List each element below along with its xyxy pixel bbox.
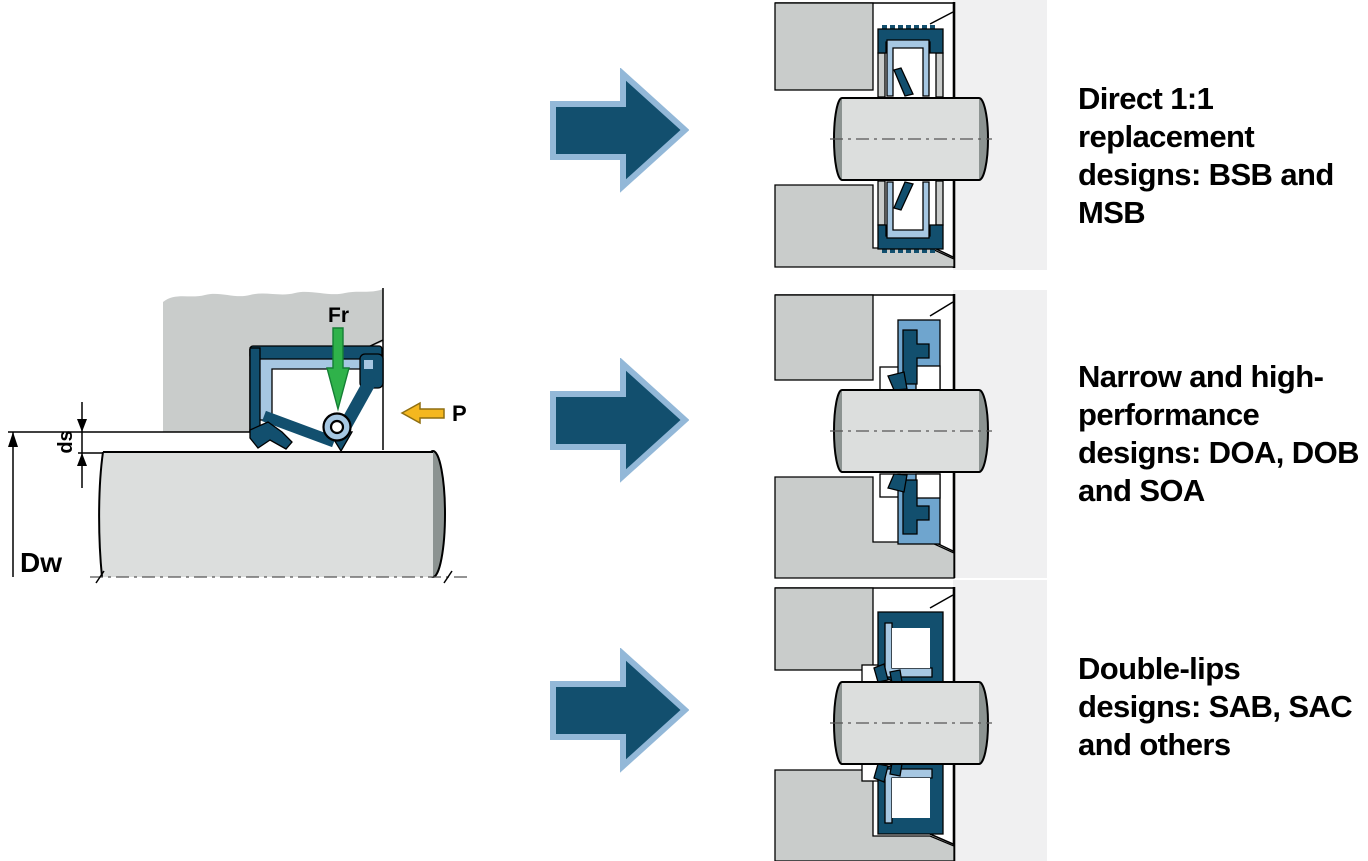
dimension-ds: ds [8, 402, 250, 488]
dw-label: Dw [20, 547, 62, 578]
p-label: P [452, 401, 467, 426]
seal-section-bottom [861, 762, 944, 835]
seal-section-top [879, 319, 941, 391]
shaft [830, 389, 992, 473]
arrow-right-icon [550, 648, 689, 773]
seal-section-top [861, 611, 944, 684]
shaft [830, 681, 992, 765]
seal-section-bottom [879, 473, 941, 545]
pressure-arrow: P [400, 401, 467, 426]
housing-bottom [774, 476, 955, 579]
ds-label: ds [55, 430, 77, 453]
housing-bottom [774, 184, 955, 268]
shaft [830, 97, 992, 181]
fr-label: Fr [328, 304, 349, 327]
dimension-dw: Dw [8, 432, 62, 578]
housing-top [774, 587, 874, 671]
doa-dob-soa-seal-diagram [774, 290, 1047, 579]
arrow-right-icon [550, 68, 689, 193]
caption-double-lips: Double-lips designs: SAB, SAC and others [1078, 651, 1353, 762]
radial-force-arrow: Fr [326, 304, 350, 412]
housing-top [774, 294, 874, 381]
arrow-right-icon [550, 358, 689, 483]
caption-narrow-high-performance: Narrow and high- performance designs: DO… [1078, 359, 1359, 508]
housing-top [774, 2, 874, 91]
caption-direct-replacement: Direct 1:1 replacement designs: BSB and … [1078, 81, 1334, 230]
seal-section-top [877, 24, 944, 98]
seal-cross-section-diagram: ds Dw Fr P [8, 288, 470, 584]
seal-section-bottom [877, 180, 944, 254]
garter-spring [322, 412, 352, 442]
radial-seal-section [249, 345, 384, 453]
sab-sac-seal-diagram [774, 580, 1047, 861]
bsb-msb-seal-diagram [774, 0, 1047, 270]
shaft [90, 450, 470, 584]
